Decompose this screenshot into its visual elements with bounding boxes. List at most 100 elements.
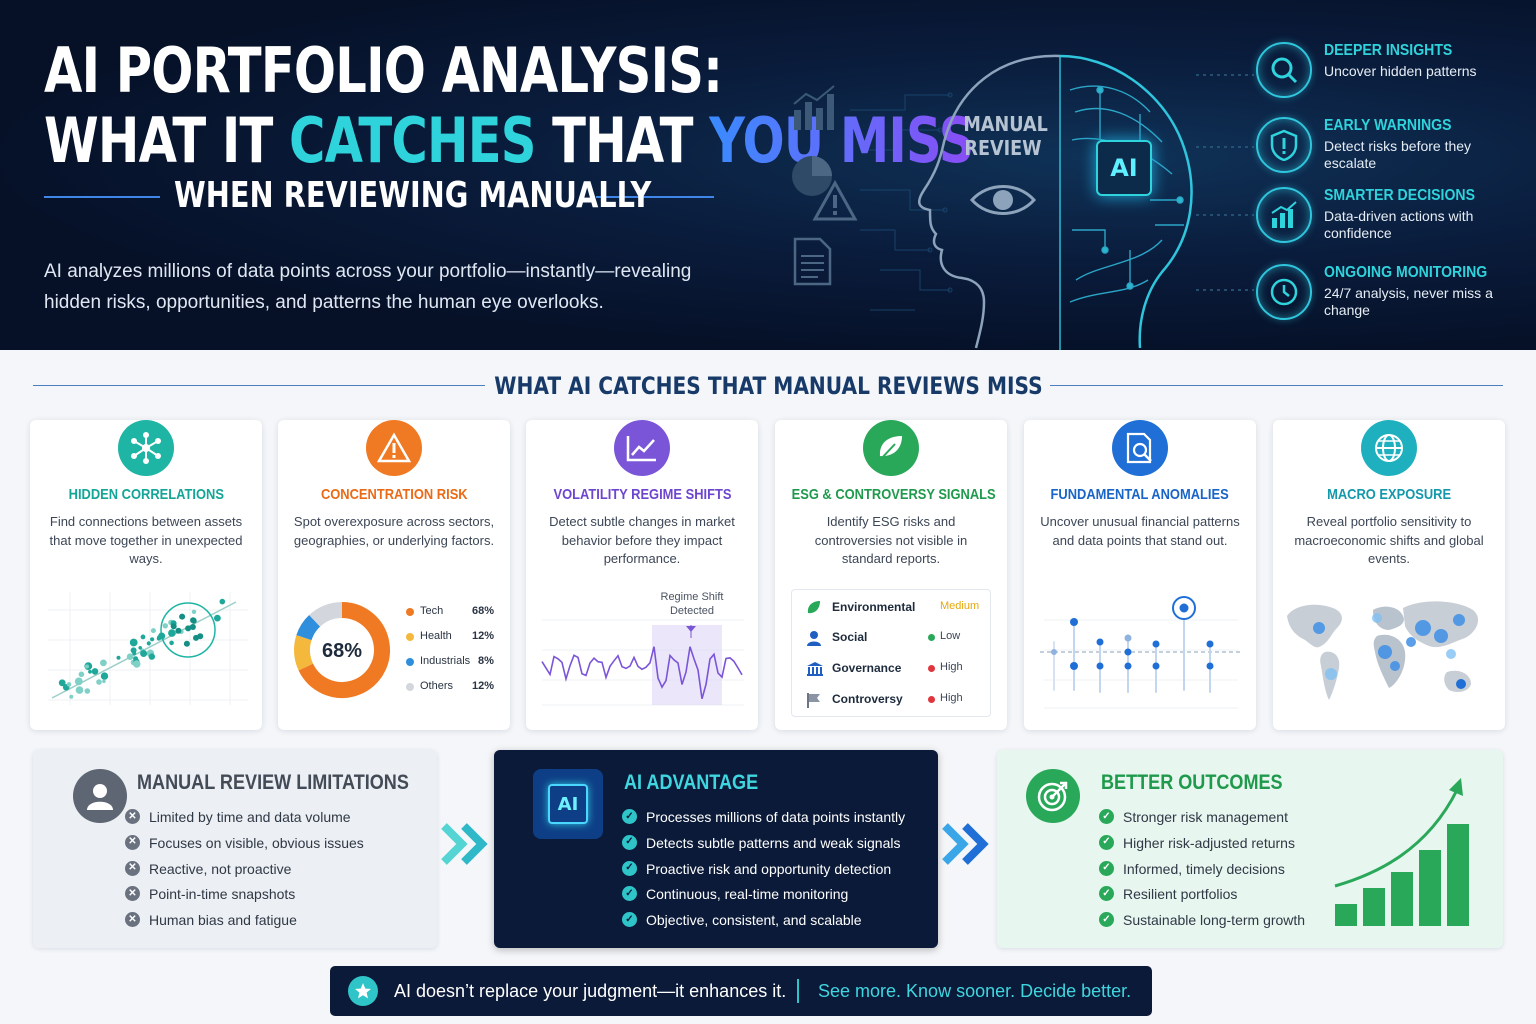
clock-icon <box>1256 264 1312 320</box>
legend-swatch-health <box>406 633 414 641</box>
legend-swatch-others <box>406 683 414 691</box>
esg-label: Environmental <box>832 600 916 614</box>
card-desc: Uncover unusual financial patterns and d… <box>1040 514 1240 548</box>
donut-slice-health <box>294 635 314 671</box>
title-highlight-catches: CATCHES <box>289 104 536 177</box>
check-circle-icon: ✓ <box>622 860 637 876</box>
benefit-smarter-decisions: SMARTER DECISIONS Data-driven actions wi… <box>1256 187 1526 247</box>
target-icon <box>1026 769 1080 823</box>
card-hidden-correlations: HIDDEN CORRELATIONS Find connections bet… <box>30 420 262 730</box>
better-outcomes-panel: BETTER OUTCOMES ✓Stronger risk managemen… <box>997 750 1503 948</box>
donut-slice-others <box>309 602 343 627</box>
list-item: ✓Higher risk-adjusted returns <box>1099 834 1305 860</box>
warning-icon <box>812 180 858 221</box>
annotation-line1: Regime Shift <box>660 591 724 603</box>
scatter-point <box>183 640 190 647</box>
hero-subtitle: WHEN REVIEWING MANUALLY <box>174 175 652 216</box>
item-text: Higher risk-adjusted returns <box>1123 834 1295 851</box>
ai-list: ✓ Processes millions of data points insta… <box>622 808 906 937</box>
check-circle-icon: ✓ <box>1099 860 1114 876</box>
benefit-title: EARLY WARNINGS <box>1324 117 1452 134</box>
flag-icon <box>807 693 820 708</box>
search-icon <box>1256 42 1312 98</box>
legend-value: 68% <box>472 605 495 617</box>
legend-value: 12% <box>472 630 495 642</box>
item-text: Limited by time and data volume <box>149 809 351 825</box>
footer-tagline: See more. Know sooner. Decide better. <box>818 981 1132 1001</box>
scatter-point <box>129 638 138 647</box>
scatter-point <box>116 655 121 660</box>
card-desc: Detect subtle changes in market behavior… <box>549 514 735 566</box>
esg-label: Social <box>832 630 868 644</box>
scatter-point <box>169 640 174 646</box>
scatter-point <box>130 647 137 654</box>
benefit-desc: Data-driven actions with confidence <box>1324 208 1474 241</box>
item-text: Sustainable long-term growth <box>1123 912 1306 929</box>
scatter-point <box>75 686 84 694</box>
scatter-point <box>189 624 196 630</box>
donut-slice-tech <box>298 602 390 698</box>
ai-title: AI ADVANTAGE <box>624 771 759 794</box>
hero-circuit-background <box>850 56 1254 350</box>
scatter-point <box>84 688 91 694</box>
leaf-icon <box>807 601 820 614</box>
globe-icon <box>1361 420 1417 476</box>
subtitle-rule-left <box>44 196 160 198</box>
scatter-point <box>190 617 197 624</box>
list-item: ✓Continuous, real-time monitoring <box>622 885 905 911</box>
status-dot <box>928 696 935 703</box>
card-desc: Reveal portfolio sensitivity to macroeco… <box>1294 514 1484 566</box>
scatter-point <box>102 679 106 684</box>
chevron-arrow-icon <box>441 823 488 865</box>
list-item: ✕ Limited by time and data volume <box>125 808 364 834</box>
leaf-icon <box>863 420 919 476</box>
eye-icon <box>969 185 1037 215</box>
subtitle-rule-right <box>596 196 714 198</box>
check-circle-icon: ✓ <box>1099 886 1114 902</box>
check-circle-icon: ✓ <box>622 912 637 928</box>
scatter-point <box>96 679 102 685</box>
footer-banner: AI doesn’t replace your judgment—it enha… <box>330 966 1152 1016</box>
card-title-text: ESG & CONTROVERSY SIGNALS <box>791 486 996 503</box>
scatter-point <box>146 641 151 646</box>
correlation-scatter <box>48 592 248 705</box>
ai-chip-label: AI <box>1110 154 1138 182</box>
check-circle-icon: ✓ <box>1099 809 1114 824</box>
title-word: WHAT IT <box>44 104 290 177</box>
list-item: ✓Informed, timely decisions <box>1099 860 1305 886</box>
card-title: FUNDAMENTAL ANOMALIES <box>1024 486 1256 503</box>
scatter-point <box>150 628 156 634</box>
list-item: ✓Proactive risk and opportunity detectio… <box>622 860 905 886</box>
list-item: ✕ Reactive, not proactive <box>125 860 364 886</box>
document-icon <box>793 237 832 286</box>
legend-label: Tech <box>420 605 444 617</box>
line-chart-icon <box>614 420 670 476</box>
list-item: ✕Focuses on visible, obvious issues <box>125 834 364 860</box>
scatter-point <box>185 625 192 632</box>
list-item: ✓Processes millions of data points insta… <box>622 808 906 834</box>
card-title-text: MACRO EXPOSURE <box>1326 486 1452 503</box>
title-highlight-you-miss: YOU MISS <box>709 104 974 177</box>
item-text: Processes millions of data points instan… <box>646 809 906 825</box>
card-title: VOLATILITY REGIME SHIFTS <box>526 486 758 503</box>
x-circle-icon: ✕ <box>125 860 140 876</box>
section-title-text: WHAT AI CATCHES THAT MANUAL REVIEWS MISS <box>493 372 1043 400</box>
legend-label: Health <box>420 630 452 642</box>
legend-label: Industrials <box>420 655 471 667</box>
status-dot <box>928 665 935 672</box>
esg-row-governance: Governance High <box>792 653 992 683</box>
list-item: ✓ Stronger risk management <box>1099 808 1305 834</box>
volatility-series <box>541 646 743 700</box>
ai-advantage-panel: AI AI ADVANTAGE ✓Processes millions of d… <box>494 750 938 948</box>
section-rule-left <box>33 385 485 386</box>
card-title: MACRO EXPOSURE <box>1273 486 1505 503</box>
esg-status: High <box>940 692 963 704</box>
item-text: Stronger risk management <box>1123 809 1288 825</box>
x-circle-icon: ✕ <box>125 809 140 824</box>
card-desc: Identify ESG risks and controversies not… <box>814 514 968 566</box>
growth-bar-chart-icon <box>1334 778 1469 926</box>
benefit-desc: Uncover hidden patterns <box>1324 63 1477 79</box>
item-text: Reactive, not proactive <box>149 860 292 877</box>
card-desc: Find connections between assets that mov… <box>49 514 243 566</box>
regime-shift-pointer <box>686 626 696 632</box>
